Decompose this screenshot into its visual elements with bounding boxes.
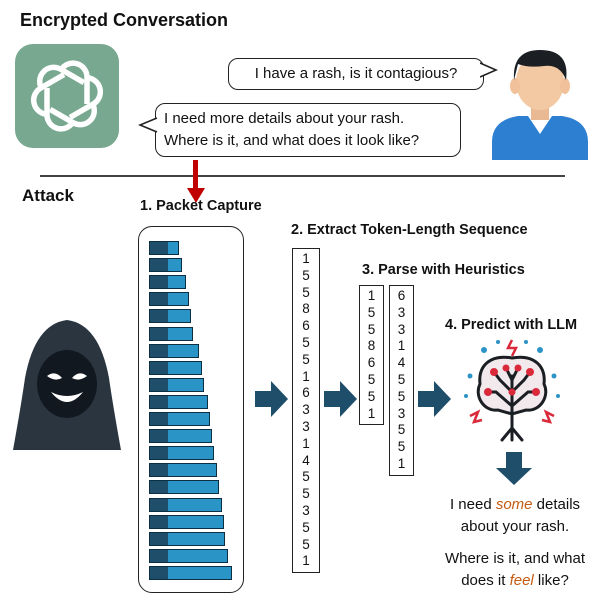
packet-bar <box>149 446 214 461</box>
sequence-value: 5 <box>302 351 310 367</box>
sequence-value: 5 <box>367 371 376 387</box>
sequence-value: 5 <box>397 371 406 387</box>
sequence-value: 1 <box>302 251 310 266</box>
sequence-value: 4 <box>302 452 310 468</box>
openai-logo-icon <box>15 44 119 148</box>
arrow-down-icon <box>496 452 532 485</box>
sequence-value: 8 <box>302 301 310 317</box>
assistant-message-bubble: I need more details about your rash. Whe… <box>155 103 461 157</box>
packet-bar <box>149 531 225 546</box>
arrow-right-icon <box>324 381 357 417</box>
sequence-value: 3 <box>397 405 406 421</box>
packet-bar <box>149 463 217 478</box>
user-avatar-icon <box>488 38 592 160</box>
sequence-value: 8 <box>367 338 376 354</box>
step-extract-sequence: 2. Extract Token-Length Sequence <box>291 222 528 238</box>
predicted-word-some: some <box>495 496 533 513</box>
sequence-value: 3 <box>302 502 310 518</box>
packet-bar <box>149 548 228 563</box>
step-predict-llm: 4. Predict with LLM <box>445 317 578 333</box>
step-packet-capture: 1. Packet Capture <box>140 198 262 214</box>
user-bubble-tail <box>480 62 498 78</box>
hacker-icon <box>13 318 121 450</box>
sequence-value: 3 <box>302 418 310 434</box>
sequence-value: 1 <box>302 553 310 569</box>
divider <box>40 175 565 177</box>
packet-bar <box>149 343 199 358</box>
sequence-value: 5 <box>302 486 310 502</box>
packet-bar <box>149 258 182 273</box>
sequence-value: 6 <box>397 288 406 303</box>
packet-bar <box>149 514 224 529</box>
sequence-value: 5 <box>302 334 310 350</box>
prediction-line3: Where is it, and what <box>444 550 586 567</box>
arrow-right-icon <box>255 381 288 417</box>
packet-capture-box <box>138 226 244 593</box>
sequence-value: 5 <box>302 469 310 485</box>
capture-arrow-icon <box>187 160 205 203</box>
prediction-line2: about your rash. <box>460 518 570 535</box>
prediction-text: I need some details about your rash. Whe… <box>430 494 600 592</box>
sequence-value: 3 <box>397 304 406 320</box>
sequence-value: 5 <box>367 321 376 337</box>
sequence-value: 5 <box>302 267 310 283</box>
sequence-value: 5 <box>397 388 406 404</box>
sequence-value: 5 <box>367 388 376 404</box>
sequence-value: 1 <box>302 435 310 451</box>
user-message-text: I have a rash, is it contagious? <box>254 65 458 82</box>
assistant-message-line1: I need more details about your rash. <box>164 110 405 127</box>
prediction-line1: I need some details <box>449 496 581 513</box>
sequence-value: 1 <box>302 368 310 384</box>
assistant-message-line2: Where is it, and what does it look like? <box>164 132 420 149</box>
sequence-value: 5 <box>302 284 310 300</box>
sequence-value: 3 <box>397 321 406 337</box>
sequence-value: 1 <box>397 338 406 354</box>
sequence-value: 6 <box>302 385 310 401</box>
packet-bar <box>149 360 202 375</box>
step-parse-heuristics: 3. Parse with Heuristics <box>362 262 525 278</box>
sequence-value: 6 <box>302 318 310 334</box>
sequence-value: 6 <box>367 355 376 371</box>
page-title: Encrypted Conversation <box>20 10 229 30</box>
sequence-value: 1 <box>397 455 406 471</box>
assistant-bubble-tail <box>138 117 158 133</box>
sequence-value: 1 <box>367 288 376 303</box>
arrow-right-icon <box>418 381 451 417</box>
sequence-value: 1 <box>367 405 376 421</box>
sequence-value: 5 <box>397 422 406 438</box>
packet-bar <box>149 275 186 290</box>
packet-bar <box>149 326 193 341</box>
sequence-value: 4 <box>397 355 406 371</box>
sequence-value: 5 <box>397 439 406 455</box>
packet-bar <box>149 565 232 580</box>
predicted-word-feel: feel <box>509 572 534 589</box>
packet-bar <box>149 497 222 512</box>
user-message-bubble: I have a rash, is it contagious? <box>228 58 484 90</box>
sequence-value: 5 <box>302 519 310 535</box>
packet-bar <box>149 394 208 409</box>
packet-bar <box>149 241 179 255</box>
prediction-line4: does it feel like? <box>461 572 569 589</box>
packet-bar <box>149 309 191 324</box>
sequence-value: 3 <box>302 402 310 418</box>
packet-bar <box>149 429 212 444</box>
packet-bar <box>149 377 204 392</box>
brain-circuit-icon <box>462 336 562 444</box>
packet-bar <box>149 292 189 307</box>
packet-bar <box>149 480 219 495</box>
packet-bar <box>149 412 210 426</box>
sequence-value: 5 <box>367 304 376 320</box>
sequence-value: 5 <box>302 536 310 552</box>
attack-label: Attack <box>22 186 74 205</box>
